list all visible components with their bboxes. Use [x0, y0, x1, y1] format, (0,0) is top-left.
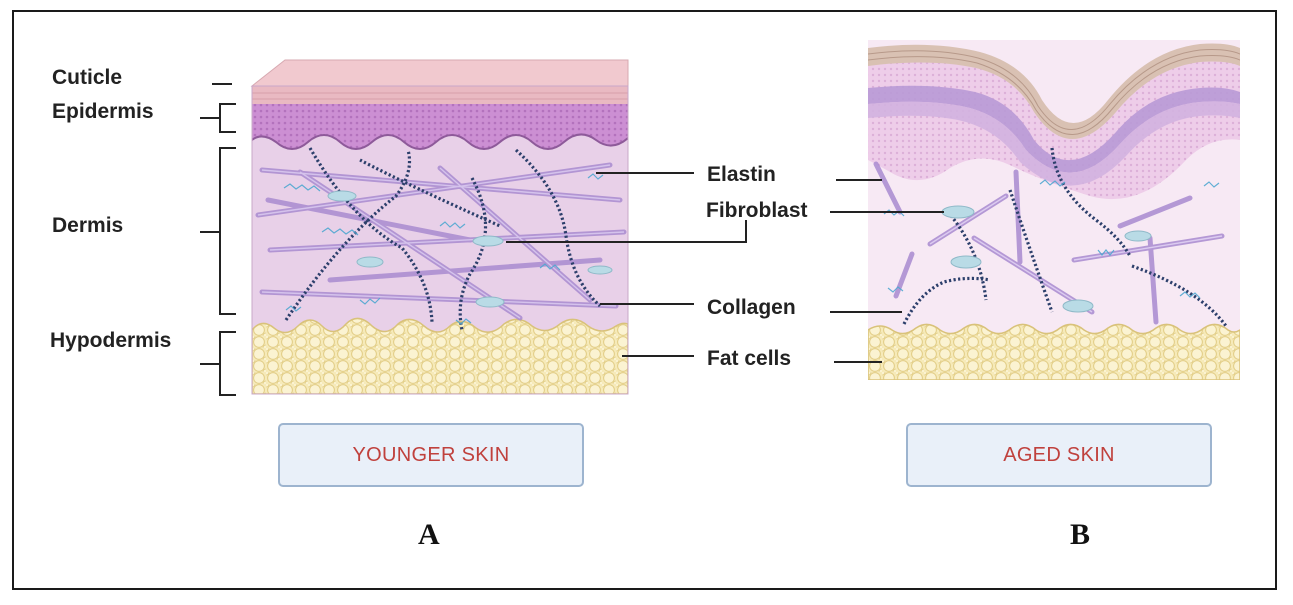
label-cuticle: Cuticle [52, 66, 123, 89]
label-dermis: Dermis [52, 214, 124, 237]
caption-aged-skin: AGED SKIN [906, 423, 1212, 487]
caption-younger-skin: YOUNGER SKIN [278, 423, 584, 487]
younger-skin-block [250, 59, 629, 395]
label-fibroblast: Fibroblast [706, 199, 808, 222]
younger-epidermis-layer [252, 104, 628, 149]
label-epidermis: Epidermis [52, 100, 154, 123]
aged-fibroblasts [941, 205, 1152, 313]
callout-lines-younger [506, 172, 747, 357]
layer-brackets [200, 83, 236, 396]
aged-skin-block [868, 40, 1240, 380]
younger-skin-top-face [250, 59, 629, 87]
aged-collagen-fibers [902, 147, 1228, 327]
panel-letter-a: A [418, 518, 440, 551]
panel-letter-b: B [1070, 518, 1091, 551]
younger-fat-layer [252, 317, 628, 394]
label-elastin: Elastin [707, 163, 776, 186]
younger-collagen-fibers [284, 147, 602, 331]
aged-fat-layer [868, 323, 1240, 380]
younger-fibroblasts [327, 190, 613, 308]
younger-cuticle-layer [252, 86, 628, 104]
label-fat-cells: Fat cells [707, 347, 792, 370]
callout-lines-aged [830, 179, 944, 363]
caption-aged-skin-text: AGED SKIN [1003, 443, 1115, 466]
label-hypodermis: Hypodermis [50, 329, 172, 352]
aged-cuticle-layer [868, 43, 1240, 139]
label-collagen: Collagen [707, 296, 796, 319]
caption-younger-skin-text: YOUNGER SKIN [352, 443, 510, 466]
aged-basal-band [868, 85, 1240, 173]
figure-frame [12, 10, 1277, 590]
